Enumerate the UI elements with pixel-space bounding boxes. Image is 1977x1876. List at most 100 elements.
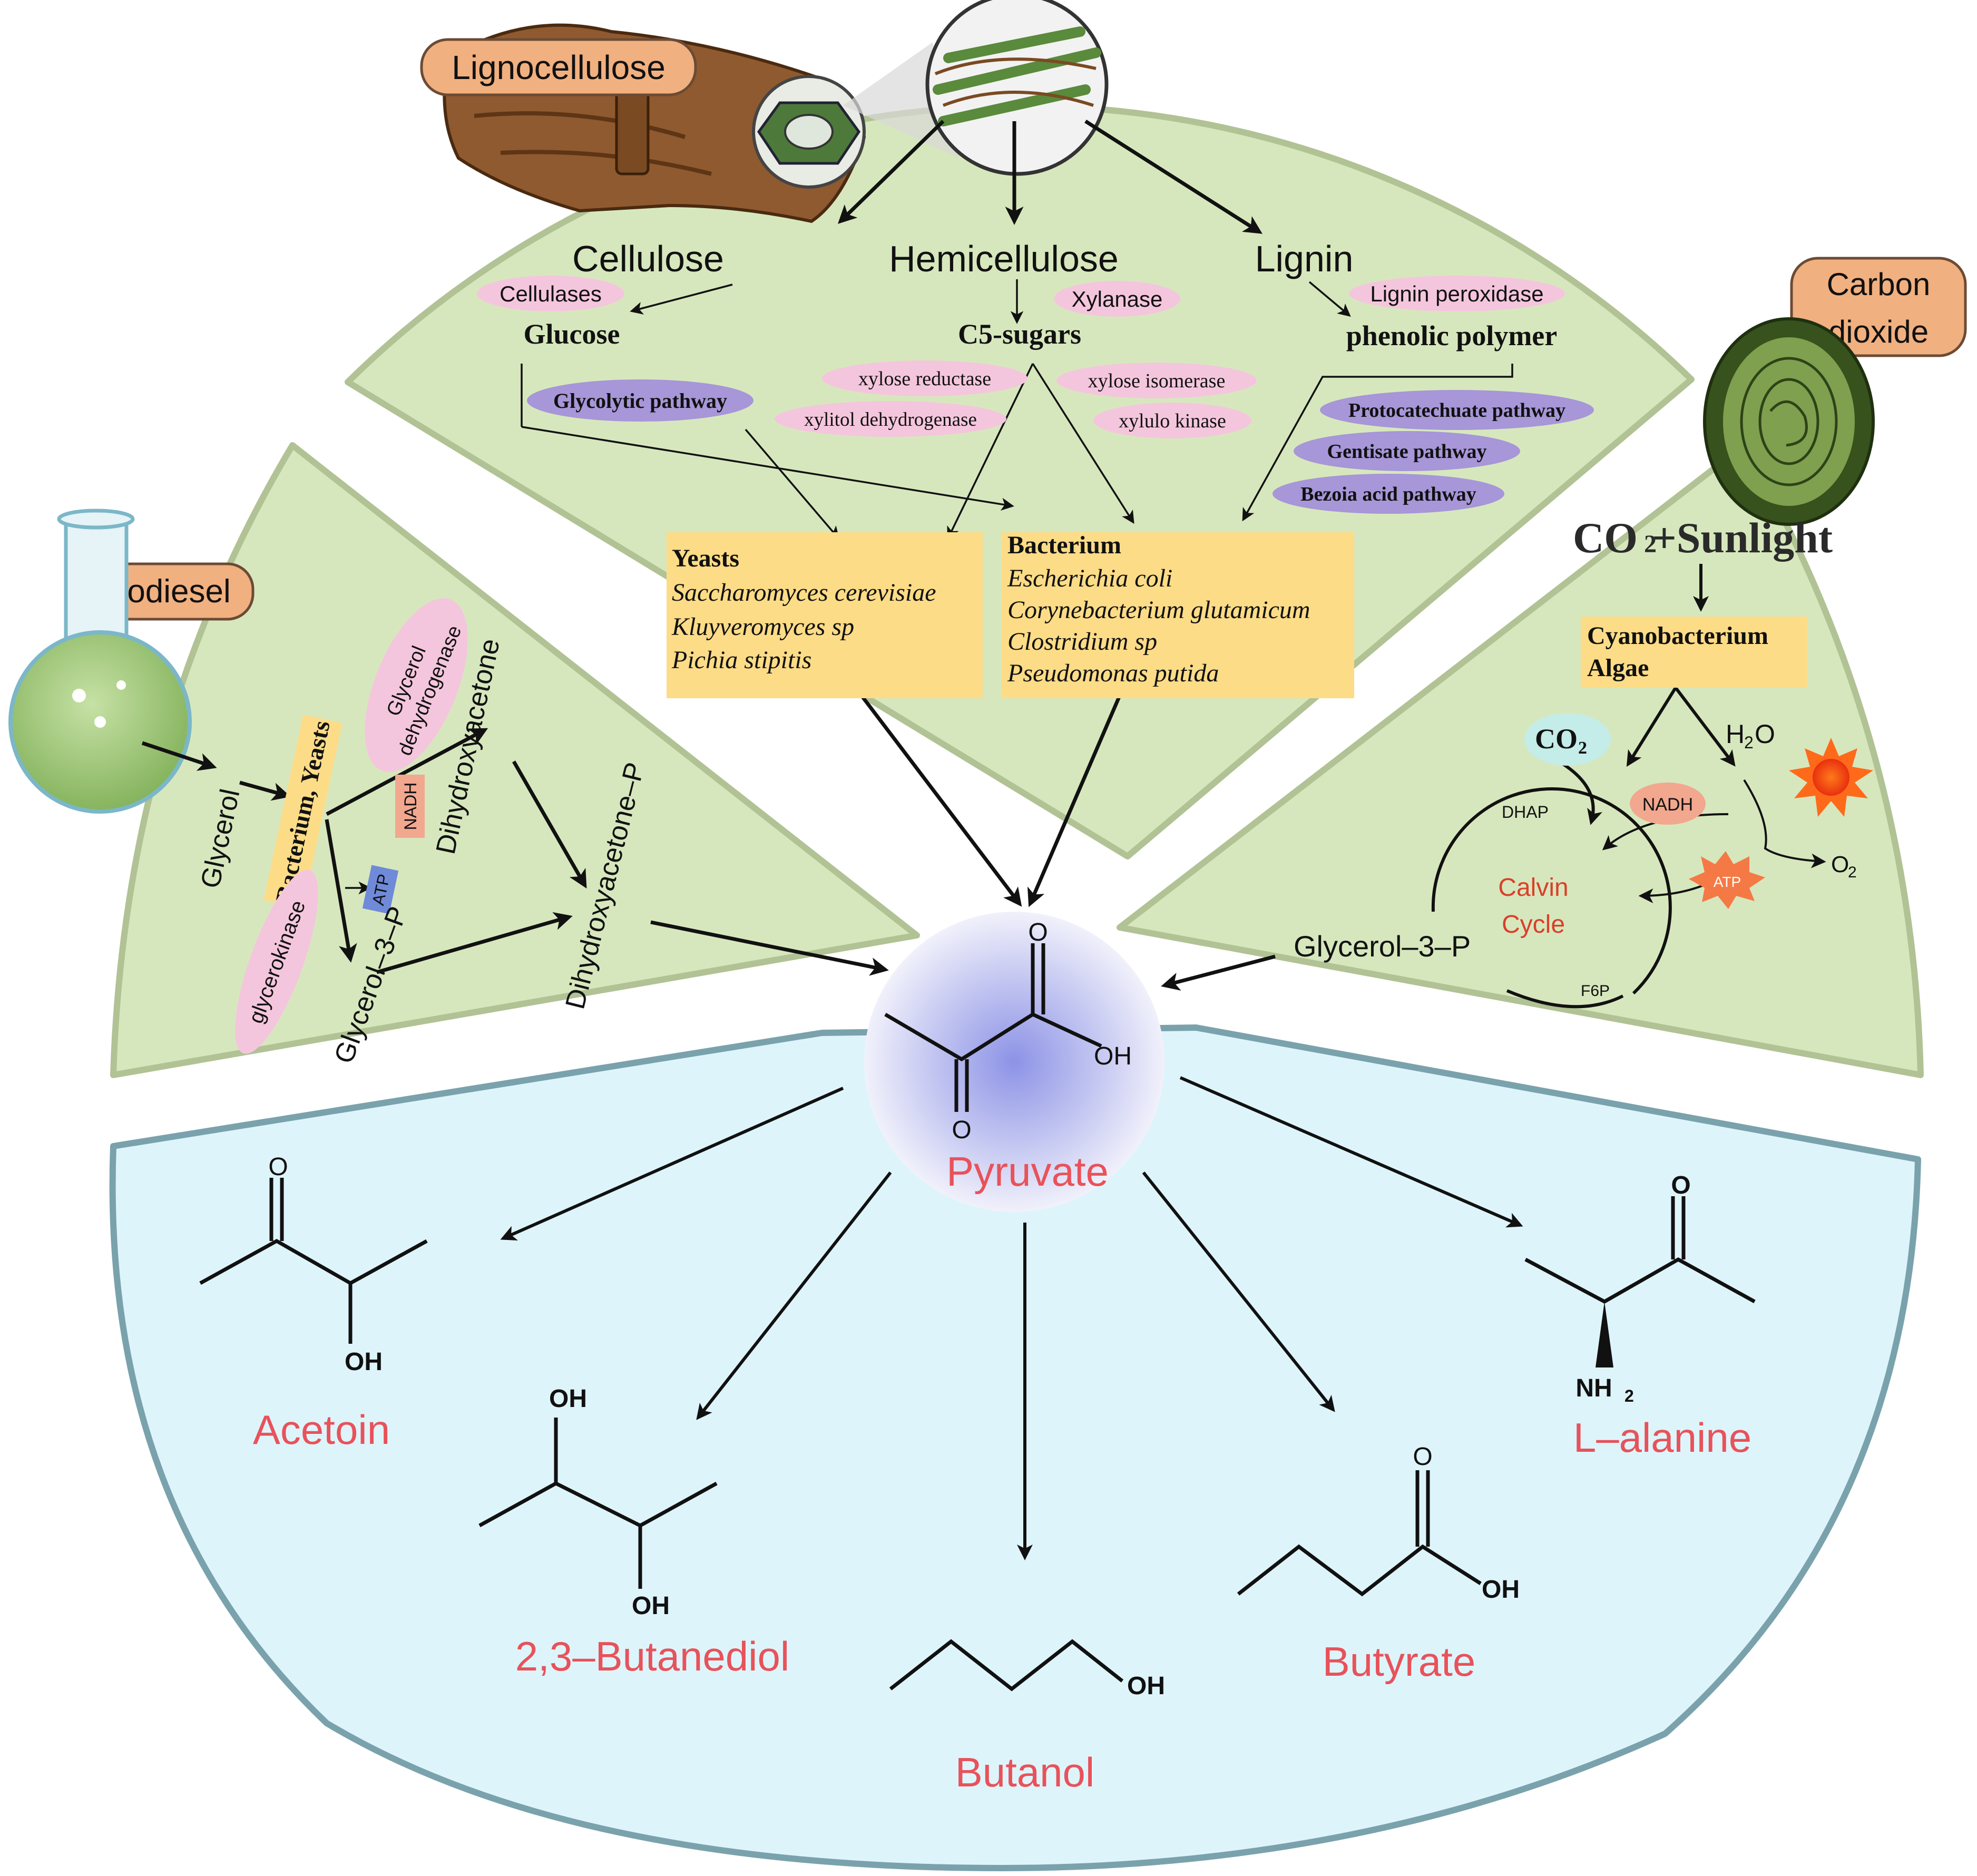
yeasts-box: Yeasts Saccharomyces cerevisiae Kluyvero… xyxy=(667,532,983,698)
lignocellulose-tag: Lignocellulose xyxy=(420,38,697,96)
algae-label: Algae xyxy=(1587,654,1649,682)
svg-text:xylulo kinase: xylulo kinase xyxy=(1119,410,1226,432)
dhap-label: DHAP xyxy=(1502,803,1549,822)
sun-icon xyxy=(1789,738,1873,817)
lignocellulose-tag-label: Lignocellulose xyxy=(452,48,665,86)
butyrate-oh: OH xyxy=(1482,1576,1520,1604)
carbon-dioxide-tag: Carbon dioxide xyxy=(1790,257,1967,357)
lignocellulose-arrows xyxy=(521,120,1513,907)
alanine-o: O xyxy=(1671,1171,1690,1199)
cellulases-badge: Cellulases xyxy=(477,276,624,311)
protocatechuate-pathway-badge: Protocatechuate pathway xyxy=(1320,390,1594,430)
alanine-product: O NH 2 L–alanine xyxy=(1524,1171,1756,1461)
h2o-label: H 2 O xyxy=(1726,719,1775,752)
fiber-magnifier-icon xyxy=(843,0,1109,176)
sector-carbon-dioxide xyxy=(1117,442,1924,1078)
lignin-label: Lignin xyxy=(1255,238,1354,279)
svg-text:xylitol dehydrogenase: xylitol dehydrogenase xyxy=(804,409,977,431)
atp-badge: ATP xyxy=(362,865,399,914)
cyanobacterium-label: Cyanobacterium xyxy=(1587,622,1768,650)
xylose-isomerase-badge: xylose isomerase xyxy=(1056,363,1257,398)
svg-text:Bezoia acid pathway: Bezoia acid pathway xyxy=(1300,483,1476,505)
bacterium-title: Bacterium xyxy=(1007,531,1121,559)
xylitol-dehydrogenase-badge: xylitol dehydrogenase xyxy=(775,401,1006,437)
xylulo-kinase-badge: xylulo kinase xyxy=(1093,403,1251,438)
yeast-item: Kluyveromyces sp xyxy=(671,613,854,641)
glucose-label: Glucose xyxy=(524,318,620,350)
butyrate-o: O xyxy=(1413,1443,1432,1471)
svg-text:NADH: NADH xyxy=(401,783,420,830)
acetoin-label: Acetoin xyxy=(253,1406,390,1453)
bacterium-item: Corynebacterium glutamicum xyxy=(1007,596,1310,624)
svg-text:2: 2 xyxy=(1578,738,1587,758)
butyrate-label: Butyrate xyxy=(1323,1638,1475,1685)
algae-cell-icon xyxy=(1703,317,1875,526)
c5-sugars-label: C5-sugars xyxy=(958,318,1081,350)
o2-label: O 2 xyxy=(1831,852,1857,881)
flask-icon xyxy=(8,509,192,814)
calvin-cycle: DHAP NADH Calvin Cycle ATP O 2 F6P Glyce… xyxy=(1294,783,1857,1009)
bacterium-item: Escherichia coli xyxy=(1007,564,1172,592)
yeast-item: Saccharomyces cerevisiae xyxy=(672,579,936,607)
svg-text:CO: CO xyxy=(1535,723,1578,755)
svg-text:2: 2 xyxy=(1848,864,1857,881)
phenolic-polymer-label: phenolic polymer xyxy=(1346,320,1558,351)
nadh-badge: NADH xyxy=(1630,783,1706,825)
butanol-product: OH Butanol xyxy=(889,1639,1165,1795)
glycolytic-pathway-badge: Glycolytic pathway xyxy=(527,379,753,422)
atp-burst-badge: ATP xyxy=(1689,851,1765,909)
pyruvate-structure xyxy=(884,943,1102,1112)
svg-text:ATP: ATP xyxy=(1714,874,1741,890)
svg-text:xylose isomerase: xylose isomerase xyxy=(1088,370,1226,392)
glycerol-3-p-label: Glycerol–3–P xyxy=(1294,930,1471,963)
biodiesel-arrows xyxy=(141,728,889,976)
butanediol-oh-bottom: OH xyxy=(632,1592,670,1620)
pyruvate-node: O OH O Pyruvate xyxy=(864,912,1164,1212)
co2-sunlight-label: CO 2 +Sunlight xyxy=(1573,514,1833,562)
svg-text:NADH: NADH xyxy=(1642,795,1693,815)
co2-bubble: CO 2 xyxy=(1524,713,1611,766)
svg-text:Protocatechuate pathway: Protocatechuate pathway xyxy=(1348,399,1565,422)
bacterium-item: Clostridium sp xyxy=(1007,628,1157,656)
svg-text:O: O xyxy=(1755,719,1775,749)
pyruvate-o-atom: O xyxy=(1028,919,1048,946)
butanediol-oh-top: OH xyxy=(549,1385,587,1413)
nadh-badge: NADH xyxy=(395,775,425,838)
plant-cell-icon xyxy=(752,75,866,189)
cycle-label: Cycle xyxy=(1502,911,1565,939)
pyruvate-oh: OH xyxy=(1094,1042,1132,1070)
calvin-label: Calvin xyxy=(1498,874,1568,902)
pyruvate-label: Pyruvate xyxy=(946,1148,1109,1195)
glycerol-dehydrogenase-badge: Glycerol dehydrogenase xyxy=(365,598,468,772)
sector-products xyxy=(109,1024,1921,1871)
butanol-label: Butanol xyxy=(955,1749,1095,1795)
xylanase-badge: Xylanase xyxy=(1054,281,1180,317)
xylose-reductase-badge: xylose reductase xyxy=(822,360,1027,396)
f6p-label: F6P xyxy=(1581,982,1610,1000)
acetoin-o: O xyxy=(268,1153,288,1181)
cyanobacterium-box: Cyanobacterium Algae xyxy=(1581,617,1807,688)
bacterium-box: Bacterium Escherichia coli Corynebacteri… xyxy=(1001,531,1354,698)
bacterium-item: Pseudomonas putida xyxy=(1007,659,1219,687)
butanol-oh: OH xyxy=(1127,1672,1165,1700)
acetoin-oh: OH xyxy=(345,1348,383,1376)
yeast-item: Pichia stipitis xyxy=(671,646,811,674)
sunlight-label: +Sunlight xyxy=(1652,514,1833,562)
butanediol-label: 2,3–Butanediol xyxy=(515,1633,789,1679)
svg-text:Lignin peroxidase: Lignin peroxidase xyxy=(1370,281,1543,306)
svg-text:H: H xyxy=(1726,719,1745,749)
svg-text:2: 2 xyxy=(1744,733,1754,752)
svg-text:Xylanase: Xylanase xyxy=(1072,287,1163,311)
svg-text:O: O xyxy=(1831,852,1849,877)
butanediol-product: OH OH 2,3–Butanediol xyxy=(478,1385,789,1679)
svg-text:Cellulases: Cellulases xyxy=(500,281,602,306)
co2-subscript: 2 xyxy=(1644,530,1657,558)
yeasts-title: Yeasts xyxy=(672,544,739,572)
lignin-peroxidase-badge: Lignin peroxidase xyxy=(1349,276,1565,311)
butyrate-product: O OH Butyrate xyxy=(1237,1443,1520,1685)
alanine-label: L–alanine xyxy=(1573,1414,1751,1461)
svg-text:Glycolytic pathway: Glycolytic pathway xyxy=(553,389,727,413)
pyruvate-o-ketone: O xyxy=(952,1116,971,1144)
hemicellulose-label: Hemicellulose xyxy=(889,238,1119,279)
